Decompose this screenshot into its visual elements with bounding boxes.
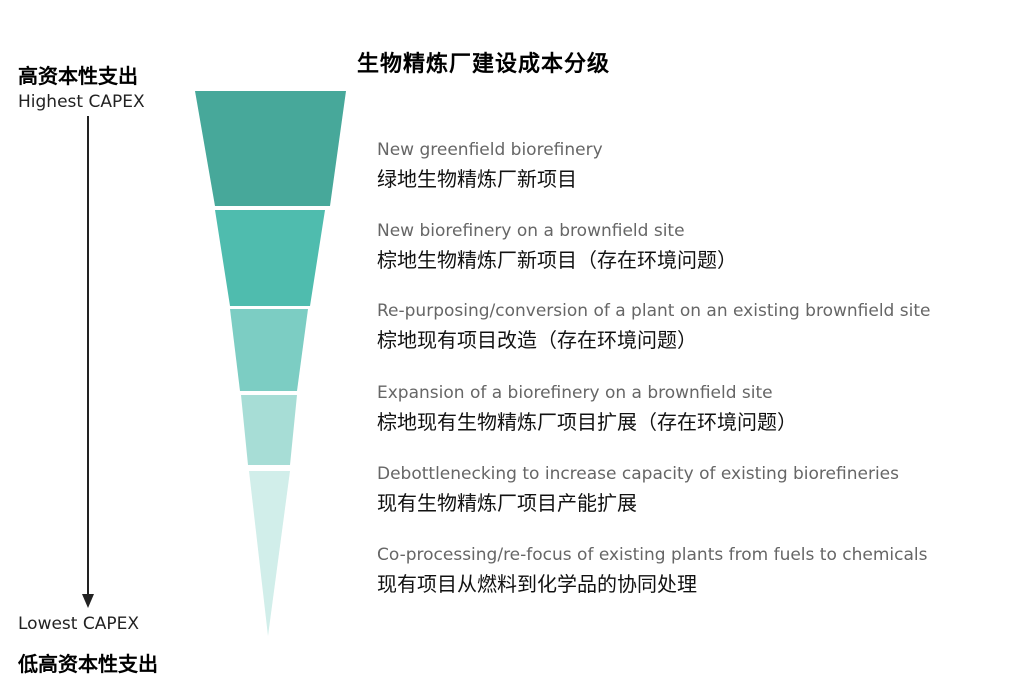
tier-3-english: Re-purposing/conversion of a plant on an… [377, 301, 931, 321]
tier-item-2: New biorefinery on a brownfield site 棕地生… [377, 221, 737, 273]
tier-5-chinese: 现有生物精炼厂项目产能扩展 [377, 491, 637, 515]
tier-4-chinese: 棕地现有生物精炼厂项目扩展（存在环境问题） [377, 410, 797, 434]
funnel-tier-4 [241, 395, 297, 465]
tier-2-english: New biorefinery on a brownfield site [377, 221, 685, 241]
tier-5-english: Debottlenecking to increase capacity of … [377, 464, 899, 484]
capex-scale-arrow [82, 116, 94, 608]
funnel-tier-1 [195, 91, 346, 206]
tier-2-chinese: 棕地生物精炼厂新项目（存在环境问题） [377, 248, 737, 272]
tier-item-3: Re-purposing/conversion of a plant on an… [377, 301, 930, 353]
highest-capex-label-cn: 高资本性支出 [18, 64, 138, 88]
lowest-capex-label-cn: 低高资本性支出 [18, 652, 158, 676]
tier-1-english: New greenfield biorefinery [377, 140, 603, 160]
tier-6-english: Co-processing/re-focus of existing plant… [377, 545, 928, 565]
tier-item-4: Expansion of a biorefinery on a brownfie… [377, 383, 797, 435]
tier-item-1: New greenfield biorefinery 绿地生物精炼厂新项目 [377, 140, 603, 192]
capex-funnel [195, 91, 346, 636]
highest-capex-label-en: Highest CAPEX [18, 92, 145, 112]
diagram-title: 生物精炼厂建设成本分级 [357, 52, 611, 77]
funnel-tier-2 [215, 210, 325, 306]
tier-4-english: Expansion of a biorefinery on a brownfie… [377, 383, 773, 403]
tier-6-chinese: 现有项目从燃料到化学品的协同处理 [377, 572, 697, 596]
tier-item-6: Co-processing/re-focus of existing plant… [377, 545, 927, 597]
funnel-tier-5 [249, 471, 290, 636]
funnel-tier-3 [230, 309, 308, 391]
tier-1-chinese: 绿地生物精炼厂新项目 [377, 167, 577, 191]
tier-3-chinese: 棕地现有项目改造（存在环境问题） [377, 328, 697, 352]
lowest-capex-label-en: Lowest CAPEX [18, 614, 140, 634]
tier-item-5: Debottlenecking to increase capacity of … [377, 464, 899, 516]
